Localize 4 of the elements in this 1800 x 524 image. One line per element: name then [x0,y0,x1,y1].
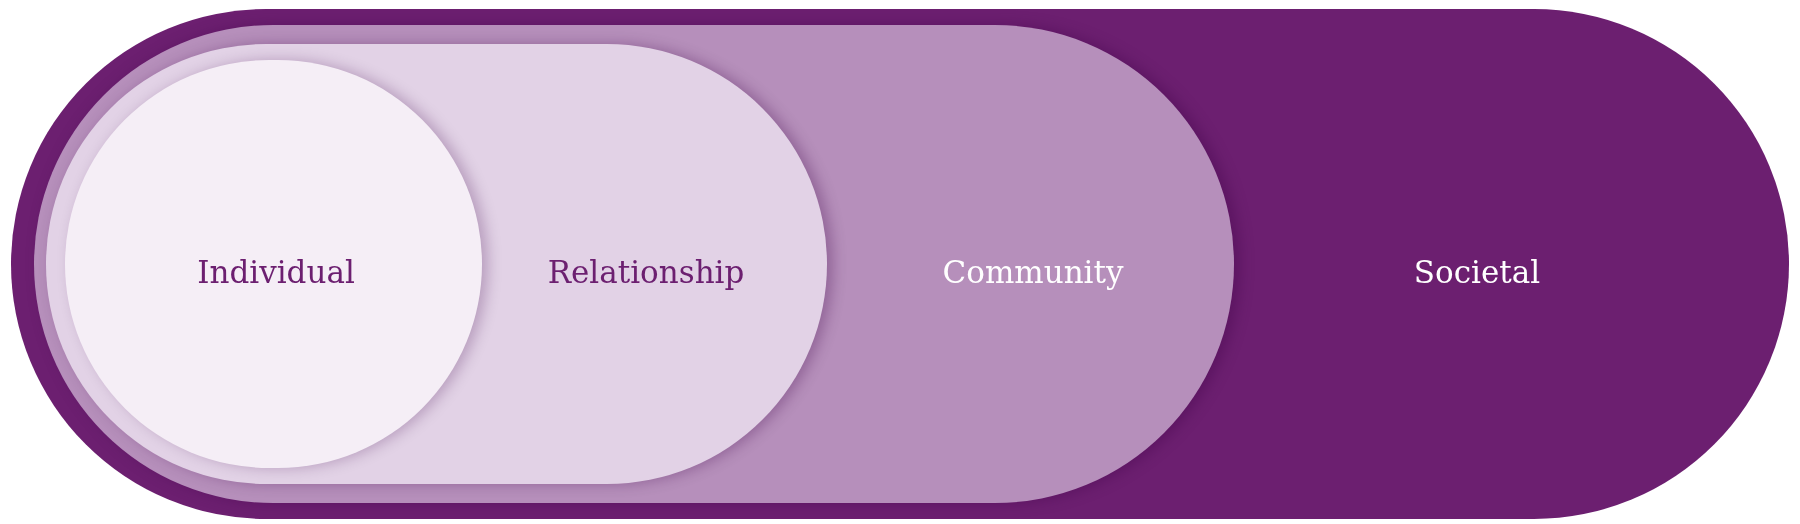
layer-label: Societal [1413,254,1541,292]
layer-label: Community [942,254,1124,292]
layer-label: Relationship [547,254,745,292]
layer-label: Individual [197,254,355,292]
